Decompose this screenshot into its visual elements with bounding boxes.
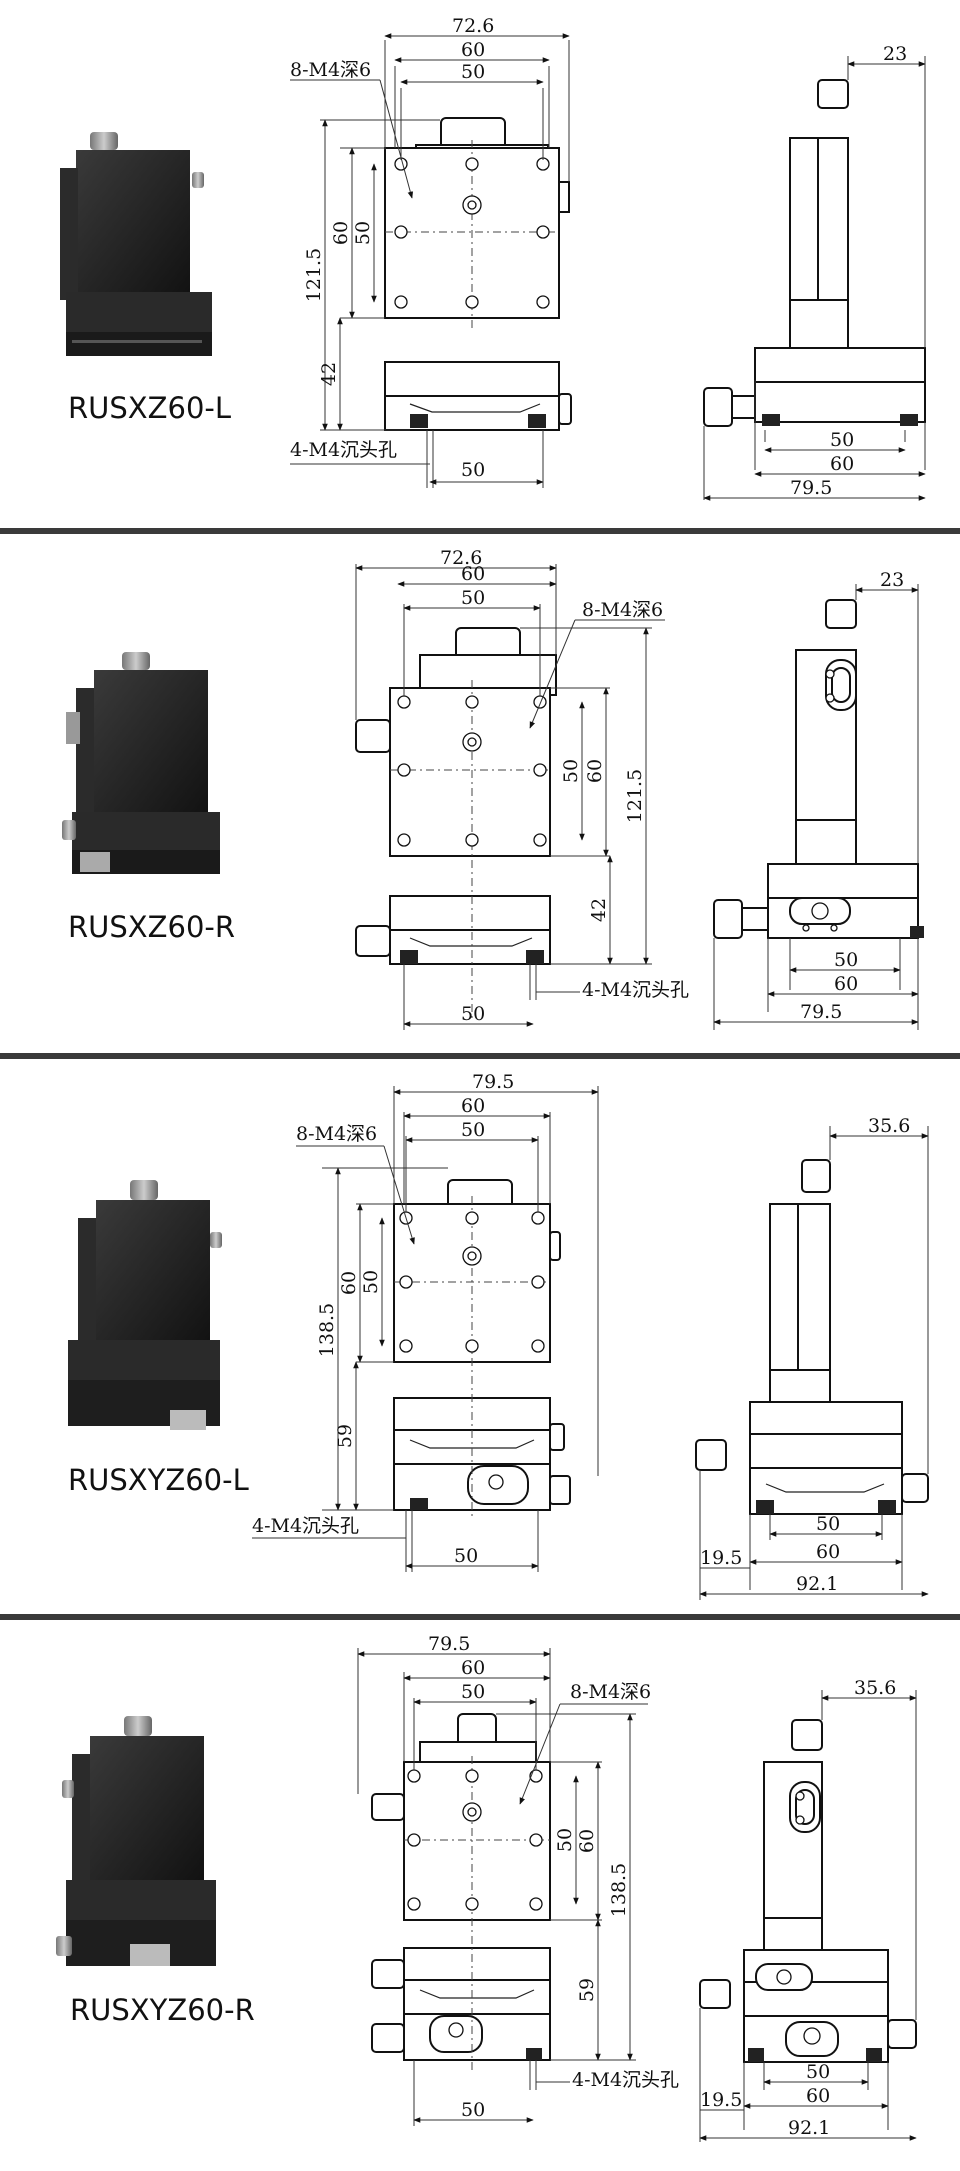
section-divider bbox=[0, 1053, 960, 1059]
dimension-value: 60 bbox=[834, 973, 858, 995]
dimension-value: 50 bbox=[560, 759, 582, 783]
dimension-value: 50 bbox=[454, 1545, 478, 1567]
dimension-value: 60 bbox=[816, 1541, 840, 1563]
side-view: 50 60 79.5 23 bbox=[703, 43, 926, 501]
dimension-value: 72.6 bbox=[452, 15, 494, 37]
side-view: 35.6 50 60 19.5 92.1 bbox=[695, 1115, 929, 1600]
dimension-value: 60 bbox=[330, 221, 352, 245]
dimension-value: 60 bbox=[461, 1657, 485, 1679]
base-hole-spec-label: 4-M4沉头孔 bbox=[252, 1515, 359, 1537]
dimension-value: 35.6 bbox=[868, 1115, 910, 1137]
dimension-value: 138.5 bbox=[316, 1303, 338, 1357]
dimension-value: 50 bbox=[461, 1003, 485, 1025]
dimension-value: 42 bbox=[318, 362, 340, 386]
base-hole-spec-label: 4-M4沉头孔 bbox=[572, 2069, 679, 2091]
model-name: RUSXYZ60-L bbox=[68, 1463, 249, 1497]
dimension-value: 59 bbox=[334, 1424, 356, 1448]
dimension-value: 50 bbox=[816, 1513, 840, 1535]
dimension-value: 79.5 bbox=[472, 1071, 514, 1093]
dimension-value: 79.5 bbox=[428, 1633, 470, 1655]
dimension-value: 138.5 bbox=[608, 1863, 630, 1917]
dimension-value: 50 bbox=[554, 1828, 576, 1852]
dimension-value: 60 bbox=[461, 563, 485, 585]
dimension-value: 79.5 bbox=[790, 477, 832, 499]
dimension-value: 92.1 bbox=[796, 1573, 838, 1595]
dimension-value: 60 bbox=[806, 2085, 830, 2107]
front-dimensions: 72.6 60 50 8-M4深6 121.5 60 50 42 4-M4沉头孔 bbox=[290, 15, 570, 488]
dimension-value: 50 bbox=[461, 1119, 485, 1141]
dimension-value: 19.5 bbox=[700, 1547, 742, 1569]
product-photo bbox=[56, 1716, 216, 1966]
dimension-value: 50 bbox=[352, 221, 374, 245]
hole-spec-label: 8-M4深6 bbox=[296, 1123, 377, 1145]
model-name: RUSXZ60-L bbox=[68, 391, 231, 425]
dimension-value: 60 bbox=[461, 39, 485, 61]
dimension-value: 50 bbox=[834, 949, 858, 971]
dimension-value: 72.6 bbox=[440, 547, 482, 569]
dimension-value: 92.1 bbox=[788, 2117, 830, 2139]
front-dimensions: 72.6 60 50 8-M4深6 50 60 121.5 42 4-M4沉头孔 bbox=[355, 547, 689, 1030]
side-view: 35.6 50 60 19.5 92.1 bbox=[699, 1677, 917, 2142]
dimension-value: 60 bbox=[576, 1829, 598, 1853]
dimension-value: 50 bbox=[360, 1270, 382, 1294]
dimension-value: 50 bbox=[461, 61, 485, 83]
dimension-value: 60 bbox=[461, 1095, 485, 1117]
model-name: RUSXZ60-R bbox=[68, 910, 235, 944]
dimension-value: 50 bbox=[461, 2099, 485, 2121]
front-view bbox=[371, 1713, 551, 2070]
dimension-value: 50 bbox=[461, 1681, 485, 1703]
dimension-value: 59 bbox=[576, 1978, 598, 2002]
dimension-value: 50 bbox=[806, 2061, 830, 2083]
dimension-value: 23 bbox=[883, 43, 907, 65]
section-rusxyz60-r: RUSXYZ60-R bbox=[56, 1633, 917, 2142]
dimension-value: 121.5 bbox=[624, 769, 646, 823]
base-hole-spec-label: 4-M4沉头孔 bbox=[290, 439, 397, 461]
dimension-value: 50 bbox=[830, 429, 854, 451]
product-photo bbox=[62, 652, 220, 874]
dimension-value: 50 bbox=[461, 459, 485, 481]
hole-spec-label: 8-M4深6 bbox=[290, 59, 371, 81]
dimension-value: 60 bbox=[830, 453, 854, 475]
dimension-value: 42 bbox=[588, 898, 610, 922]
base-hole-spec-label: 4-M4沉头孔 bbox=[582, 979, 689, 1001]
section-rusxz60-l: RUSXZ60-L bbox=[60, 15, 926, 501]
front-view bbox=[393, 1179, 571, 1520]
section-rusxz60-r: RUSXZ60-R 72.6 bbox=[62, 547, 924, 1030]
dimension-value: 19.5 bbox=[700, 2089, 742, 2111]
dimension-value: 60 bbox=[584, 759, 606, 783]
dimension-value: 60 bbox=[338, 1271, 360, 1295]
dimension-value: 79.5 bbox=[800, 1001, 842, 1023]
front-view bbox=[384, 117, 572, 431]
front-dimensions: 79.5 60 50 8-M4深6 138.5 60 50 59 4-M4沉头孔 bbox=[252, 1071, 599, 1572]
side-view: 23 50 60 79.5 bbox=[713, 569, 924, 1030]
dimension-value: 23 bbox=[880, 569, 904, 591]
section-rusxyz60-l: RUSXYZ60-L bbox=[68, 1071, 929, 1600]
product-photo bbox=[60, 132, 212, 356]
front-view bbox=[355, 627, 557, 1020]
dimension-value: 35.6 bbox=[854, 1677, 896, 1699]
section-divider bbox=[0, 528, 960, 534]
front-dimensions: 79.5 60 50 8-M4深6 50 60 138.5 59 4-M4沉头孔 bbox=[357, 1633, 679, 2126]
hole-spec-label: 8-M4深6 bbox=[570, 1681, 651, 1703]
hole-spec-label: 8-M4深6 bbox=[582, 599, 663, 621]
model-name: RUSXYZ60-R bbox=[70, 1993, 255, 2027]
dimension-value: 121.5 bbox=[303, 248, 325, 302]
product-photo bbox=[68, 1180, 222, 1430]
dimension-value: 50 bbox=[461, 587, 485, 609]
section-divider bbox=[0, 1614, 960, 1620]
